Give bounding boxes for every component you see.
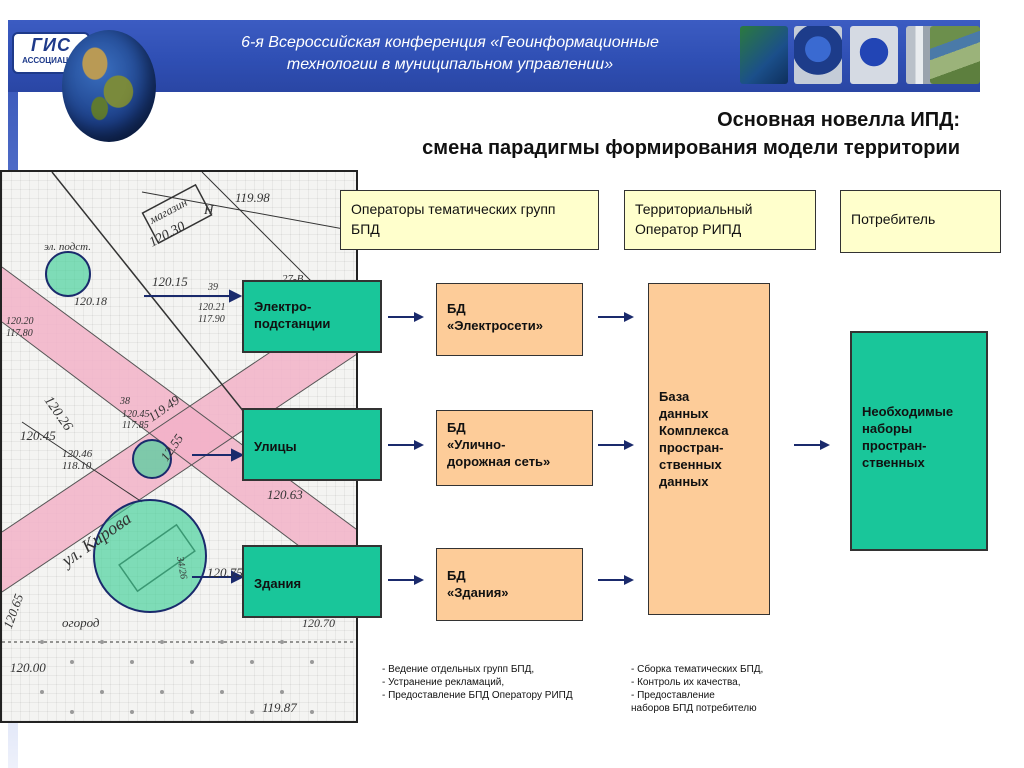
map-label: эл. подст. [44, 241, 91, 253]
conference-title: 6-я Всероссийская конференция «Геоинформ… [150, 32, 750, 76]
map-label: 120.45 [122, 409, 150, 420]
map-label: 120.75 [207, 565, 243, 580]
map-label: 120.20 [6, 316, 34, 327]
slide-title-line1: Основная новелла ИПД: [717, 109, 960, 131]
map-label: 120.21 [198, 302, 226, 313]
highlight-street [132, 439, 172, 479]
road-band [2, 294, 356, 592]
central-database: База данных Комплекса простран- ственных… [648, 283, 770, 615]
layer-substations: Электро- подстанции [242, 280, 382, 353]
territorial-operator-header: Территориальный Оператор РИПД [624, 190, 816, 250]
db-road-network: БД «Улично- дорожная сеть» [436, 410, 593, 486]
arrow-right-icon [794, 440, 830, 450]
territorial-notes: - Сборка тематических БПД, - Контроль их… [631, 664, 764, 714]
map-label: Н [203, 202, 214, 217]
map-label: 119.87 [262, 700, 297, 715]
map-label: огород [62, 615, 100, 630]
slide-title: Основная новелла ИПД: смена парадигмы фо… [422, 106, 960, 162]
arrow-right-icon [598, 440, 634, 450]
parcel-line [141, 191, 356, 232]
operators-header: Операторы тематических групп БПД [340, 190, 599, 250]
db-power-grid: БД «Электросети» [436, 283, 583, 356]
arrow-right-icon [598, 312, 634, 322]
map-label: 120.00 [10, 660, 46, 675]
result-datasets: Необходимые наборы простран- ственных [850, 331, 988, 551]
logo-text: ГИС [31, 35, 71, 55]
map-label: 117.80 [6, 328, 33, 339]
map-label: 120.18 [74, 294, 107, 308]
consumer-header: Потребитель [840, 190, 1001, 253]
map-label: 120.15 [152, 274, 188, 289]
arrow-right-icon [388, 575, 424, 585]
highlight-substation [45, 251, 91, 297]
highlight-building [93, 499, 207, 613]
map-label: 34/26 [174, 555, 189, 580]
map-label: 120.65 [2, 591, 26, 630]
map-label: 120.45 [20, 428, 56, 443]
slide-title-line2: смена парадигмы формирования модели терр… [422, 137, 960, 159]
garden-dots [40, 640, 314, 714]
map-label: 117.85 [122, 420, 149, 431]
map-arrows [144, 289, 245, 584]
satellite-map-thumbnail [930, 26, 980, 84]
layer-streets: Улицы [242, 408, 382, 481]
map-label: 118.10 [62, 460, 92, 472]
map-label: 120.63 [267, 487, 303, 502]
building-outline [141, 183, 213, 245]
map-drawing: 119.98 магазин 120.30 Н эл. подст. 120.1… [2, 172, 356, 715]
arrow-right-icon [598, 575, 634, 585]
total-station-thumbnail [850, 26, 898, 84]
conference-title-line2: технологии в муниципальном управлении» [286, 56, 614, 73]
map-label: 120.46 [62, 448, 93, 460]
survey-instrument-thumbnail [794, 26, 842, 84]
conference-title-line1: 6-я Всероссийская конференция «Геоинформ… [241, 34, 659, 51]
map-label: 120.70 [302, 616, 335, 630]
map-label: 119.98 [235, 190, 270, 205]
map-label: 38 [119, 396, 130, 407]
road-edge [2, 354, 356, 593]
map-label: 117.90 [198, 314, 225, 325]
parcel-line [21, 421, 143, 503]
road-edge [2, 266, 356, 530]
globe-image [62, 30, 156, 142]
software-box-thumbnail [740, 26, 788, 84]
arrow-right-icon [388, 312, 424, 322]
arrow-right-icon [388, 440, 424, 450]
layer-buildings: Здания [242, 545, 382, 618]
logo-subtext: АССОЦИАЦИЯ [22, 56, 80, 65]
operators-notes: - Ведение отдельных групп БПД, - Устране… [382, 664, 573, 701]
db-buildings: БД «Здания» [436, 548, 583, 621]
map-label: 39 [207, 282, 218, 293]
